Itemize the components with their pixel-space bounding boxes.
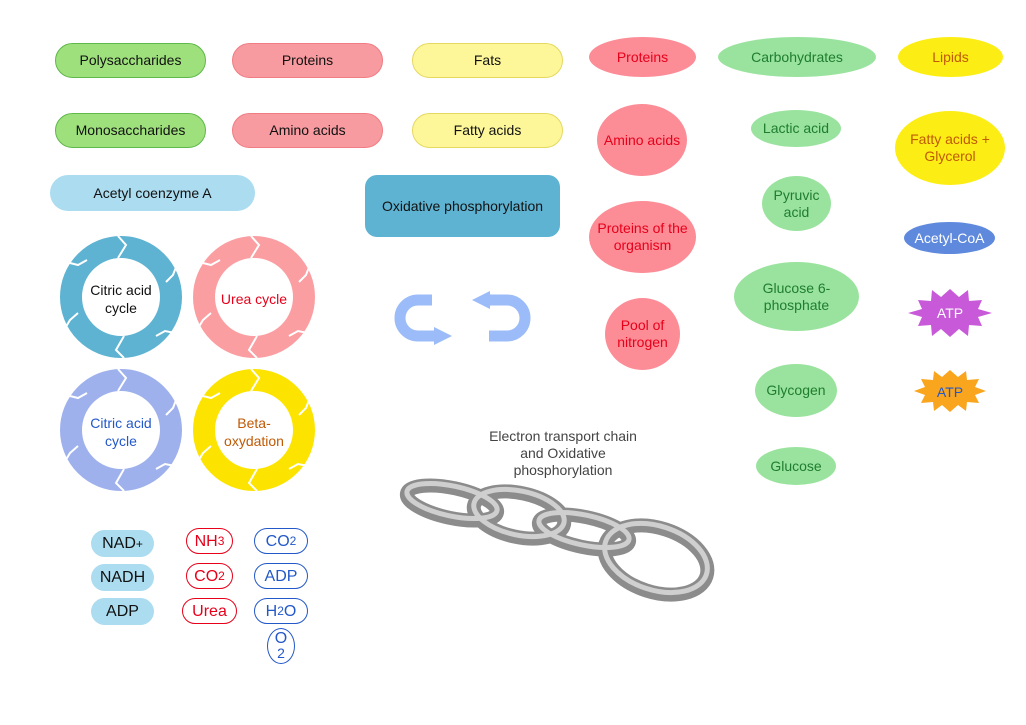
proteins-ellipse: Proteins	[589, 37, 696, 77]
amino-acids-label: Amino acids	[232, 113, 383, 148]
o2-base: O	[274, 630, 288, 647]
urea-badge: Urea	[182, 598, 237, 624]
beta-oxydation-ring	[193, 368, 315, 492]
atp-label-2: ATP	[936, 383, 964, 400]
electron-transport-chain-caption: Electron transport chain and Oxidative p…	[489, 428, 637, 478]
atp-star-orange	[914, 370, 986, 412]
citric-acid-cycle-ring-2	[60, 368, 182, 492]
fats-label: Fats	[412, 43, 563, 78]
urea-cycle-ring	[193, 235, 315, 359]
o2-sub: 2	[277, 645, 285, 661]
h2o-pre: H	[265, 602, 278, 620]
co2-navy-base: CO	[265, 532, 290, 550]
glycogen-ellipse: Glycogen	[755, 364, 837, 417]
chain-icon	[399, 478, 715, 602]
pool-of-nitrogen-ellipse: Pool of nitrogen	[605, 298, 680, 370]
atp-label-1: ATP	[936, 304, 964, 321]
citric-acid-cycle-ring-1	[60, 235, 182, 359]
adp-badge-blue: ADP	[91, 598, 154, 625]
citric-acid-cycle-label-2: Citric acid cycle	[90, 415, 152, 449]
glucose-ellipse: Glucose	[756, 447, 836, 485]
lactic-acid-ellipse: Lactic acid	[751, 110, 841, 147]
acetyl-coenzyme-a-label: Acetyl coenzyme A	[50, 175, 255, 211]
glucose-6-phosphate-ellipse: Glucose 6-phosphate	[734, 262, 859, 331]
nadh-badge: NADH	[91, 564, 154, 591]
proteins-label: Proteins	[232, 43, 383, 78]
amino-acids-ellipse: Amino acids	[597, 104, 687, 176]
atp-star-purple	[908, 289, 992, 337]
citric-acid-cycle-label-1: Citric acid cycle	[90, 282, 152, 316]
u-turn-arrow-left	[472, 291, 531, 342]
nh3-base: NH	[194, 532, 218, 550]
proteins-of-the-organism-ellipse: Proteins of the organism	[589, 201, 696, 273]
pyruvic-acid-ellipse: Pyruvic acid	[762, 176, 831, 231]
fatty-acids-glycerol-ellipse: Fatty acids + Glycerol	[895, 111, 1005, 185]
polysaccharides-label: Polysaccharides	[55, 43, 206, 78]
urea-cycle-label: Urea cycle	[220, 291, 288, 307]
oxidative-phosphorylation-box: Oxidative phosphorylation	[365, 175, 560, 237]
beta-oxydation-label: Beta-oxydation	[224, 415, 284, 449]
monosaccharides-label: Monosaccharides	[55, 113, 206, 148]
fatty-acids-label: Fatty acids	[412, 113, 563, 148]
u-turn-arrow-right	[394, 294, 452, 345]
adp-badge-navy: ADP	[254, 563, 308, 589]
nad-plus-base: NAD	[102, 535, 136, 552]
acetyl-coa-ellipse: Acetyl-CoA	[904, 222, 995, 254]
carbohydrates-ellipse: Carbohydrates	[718, 37, 876, 77]
nad-plus-badge: NAD+	[91, 530, 154, 557]
h2o-post: O	[283, 602, 297, 620]
co2-red-base: CO	[194, 567, 219, 585]
lipids-ellipse: Lipids	[898, 37, 1003, 77]
